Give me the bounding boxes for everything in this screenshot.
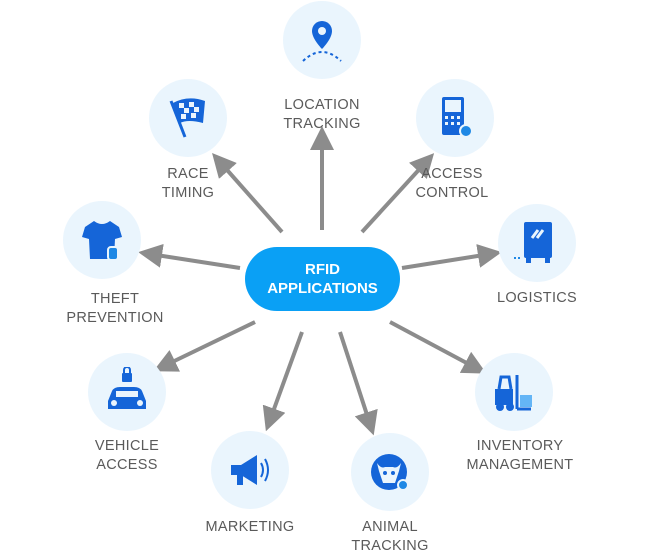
tshirt-tag-icon (82, 221, 122, 261)
forklift-icon (495, 375, 532, 411)
arrow-animal (338, 331, 378, 436)
label-line2: PREVENTION (66, 310, 164, 326)
arrow-access (360, 153, 435, 234)
label-line1: THEFT (90, 291, 140, 307)
label-line1: ANIMAL (362, 519, 418, 535)
arrow-race (212, 153, 284, 234)
label-line1: ACCESS (421, 166, 483, 182)
label-line2: CONTROL (415, 185, 489, 201)
label-line1: MARKETING (205, 519, 295, 535)
center-pill: RFID APPLICATIONS (245, 247, 400, 311)
label-line2: TRACKING (283, 116, 361, 132)
location-pin-icon (302, 21, 342, 62)
label-line1: INVENTORY (476, 438, 564, 454)
arrow-logistics (401, 244, 502, 270)
label-line1: LOCATION (284, 97, 360, 113)
arrow-inventory (389, 320, 487, 374)
center-line1: RFID (305, 261, 340, 278)
arrow-marketing (262, 331, 304, 432)
label-line2: TIMING (161, 185, 215, 201)
checkered-flag-icon (169, 98, 205, 138)
label-line1: RACE (167, 166, 209, 182)
megaphone-icon (231, 455, 269, 485)
label-line2: TRACKING (351, 538, 429, 554)
center-line2: APPLICATIONS (267, 280, 378, 297)
cow-tag-icon (371, 454, 409, 491)
label-line2: MANAGEMENT (466, 457, 574, 473)
arrow-theft (138, 243, 241, 270)
keypad-icon (442, 97, 473, 138)
label-line1: LOGISTICS (496, 290, 578, 306)
truck-icon (514, 222, 552, 263)
label-line1: VEHICLE (94, 438, 160, 454)
label-line2: ACCESS (96, 457, 158, 473)
car-lock-icon (108, 367, 146, 409)
arrow-vehicle (153, 320, 256, 372)
